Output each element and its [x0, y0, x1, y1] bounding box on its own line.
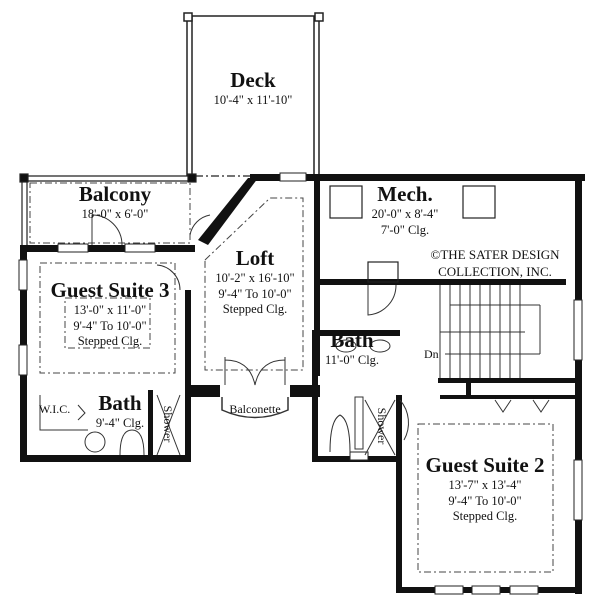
room-name: Guest Suite 3 — [50, 278, 170, 302]
room-name: Balcony — [78, 182, 152, 206]
room-ceiling: 9'-4" To 10'-0" — [218, 286, 292, 301]
room-dims: 20'-0" x 8'-4" — [371, 207, 439, 221]
room-dims: 13'-0" x 11'-0" — [73, 303, 147, 317]
mech-units — [329, 185, 496, 283]
copyright: ©THE SATER DESIGN COLLECTION, INC. — [420, 247, 570, 281]
balcony-railing — [19, 173, 250, 247]
room-dims: 13'-7" x 13'-4" — [448, 478, 522, 492]
room-ceiling: 9'-4" Clg. — [95, 416, 145, 430]
room-ceiling: 9'-4" To 10'-0" — [73, 318, 147, 333]
room-mech: Mech. 20'-0" x 8'-4" 7'-0" Clg. — [330, 184, 480, 236]
room-dims: 10'-4" x 11'-10" — [213, 93, 293, 107]
room-dims: 18'-0" x 6'-0" — [81, 207, 149, 221]
room-guest-suite-3: Guest Suite 3 13'-0" x 11'-0" 9'-4" To 1… — [35, 280, 185, 348]
room-name: Mech. — [377, 182, 433, 206]
room-ceiling: 11'-0" Clg. — [324, 353, 380, 367]
room-deck: Deck 10'-4" x 11'-10" — [188, 70, 318, 107]
room-note: Stepped Clg. — [77, 334, 143, 348]
room-ceiling: 7'-0" Clg. — [380, 222, 430, 237]
room-note: Stepped Clg. — [222, 302, 288, 316]
room-name: Loft — [235, 246, 275, 270]
copyright-line: COLLECTION, INC. — [438, 263, 552, 279]
stairs-down-label: Dn — [424, 347, 439, 361]
room-guest-suite-2: Guest Suite 2 13'-7" x 13'-4" 9'-4" To 1… — [410, 455, 560, 523]
room-name: Deck — [230, 68, 276, 92]
room-name: Bath — [98, 391, 142, 415]
room-balcony: Balcony 18'-0" x 6'-0" — [40, 184, 190, 221]
windows — [18, 172, 583, 595]
room-name: Bath — [330, 328, 374, 352]
shower-label-right: Shower — [375, 407, 389, 445]
stairs — [439, 285, 541, 378]
room-note: Stepped Clg. — [452, 509, 518, 523]
room-bath-2: Bath 11'-0" Clg. — [312, 330, 392, 367]
doors — [39, 214, 550, 456]
room-dims: 10'-2" x 16'-10" — [215, 271, 295, 285]
copyright-line: ©THE SATER DESIGN — [430, 247, 560, 262]
room-name: Guest Suite 2 — [425, 453, 545, 477]
ceiling-outlines — [29, 182, 554, 573]
balconette-label: Balconette — [229, 402, 281, 416]
deck-outline — [183, 12, 324, 176]
wic-label: W.I.C. — [39, 402, 71, 416]
room-ceiling: 9'-4" To 10'-0" — [448, 493, 522, 508]
room-bath-3: Bath 9'-4" Clg. — [85, 393, 155, 430]
shower-label-left: Shower — [161, 405, 175, 443]
room-loft: Loft 10'-2" x 16'-10" 9'-4" To 10'-0" St… — [195, 248, 315, 316]
